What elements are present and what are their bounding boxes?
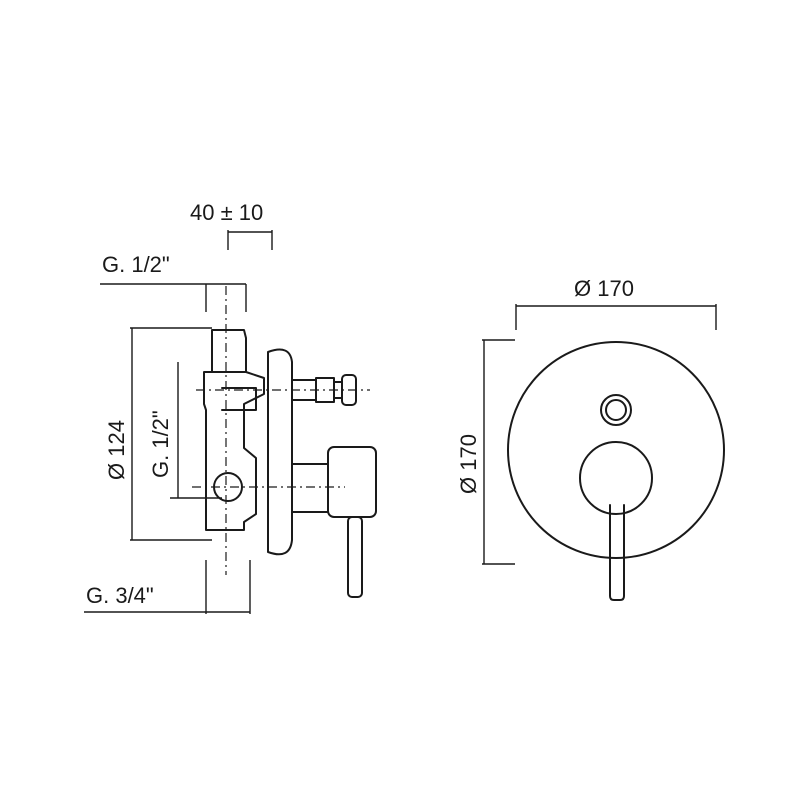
- front-view: Ø 170 Ø 170: [456, 276, 725, 601]
- plate-height-dimension: Ø 170: [456, 339, 515, 565]
- outlet-label: G. 3/4": [86, 583, 154, 608]
- top-inlet-dimension: G. 1/2": [100, 252, 247, 312]
- diverter-knob: [291, 374, 357, 406]
- plate-width-dimension: Ø 170: [515, 276, 717, 330]
- lever-handle: [291, 446, 377, 598]
- side-inlet-label: G. 1/2": [148, 410, 173, 478]
- cover-plate: [507, 341, 725, 559]
- side-inlet-port: [213, 472, 243, 502]
- front-lever: [609, 504, 625, 601]
- offset-dimension: 40 ± 10: [190, 200, 273, 250]
- side-view: 40 ± 10 G. 1/2" Ø 124 G. 1/2" G. 3/: [84, 200, 377, 614]
- diverter-button: [600, 394, 632, 426]
- body-height-label: Ø 124: [104, 420, 129, 480]
- body-height-dimension: Ø 124: [104, 327, 212, 541]
- top-inlet-label: G. 1/2": [102, 252, 170, 277]
- side-inlet-dimension: G. 1/2": [148, 362, 222, 499]
- offset-dimension-label: 40 ± 10: [190, 200, 263, 225]
- handle-hub: [579, 441, 653, 515]
- wall-plate-profile: [267, 348, 293, 556]
- plate-height-label: Ø 170: [456, 434, 481, 494]
- outlet-dimension: G. 3/4": [84, 560, 251, 614]
- plate-width-label: Ø 170: [574, 276, 634, 301]
- valve-body: [203, 329, 265, 531]
